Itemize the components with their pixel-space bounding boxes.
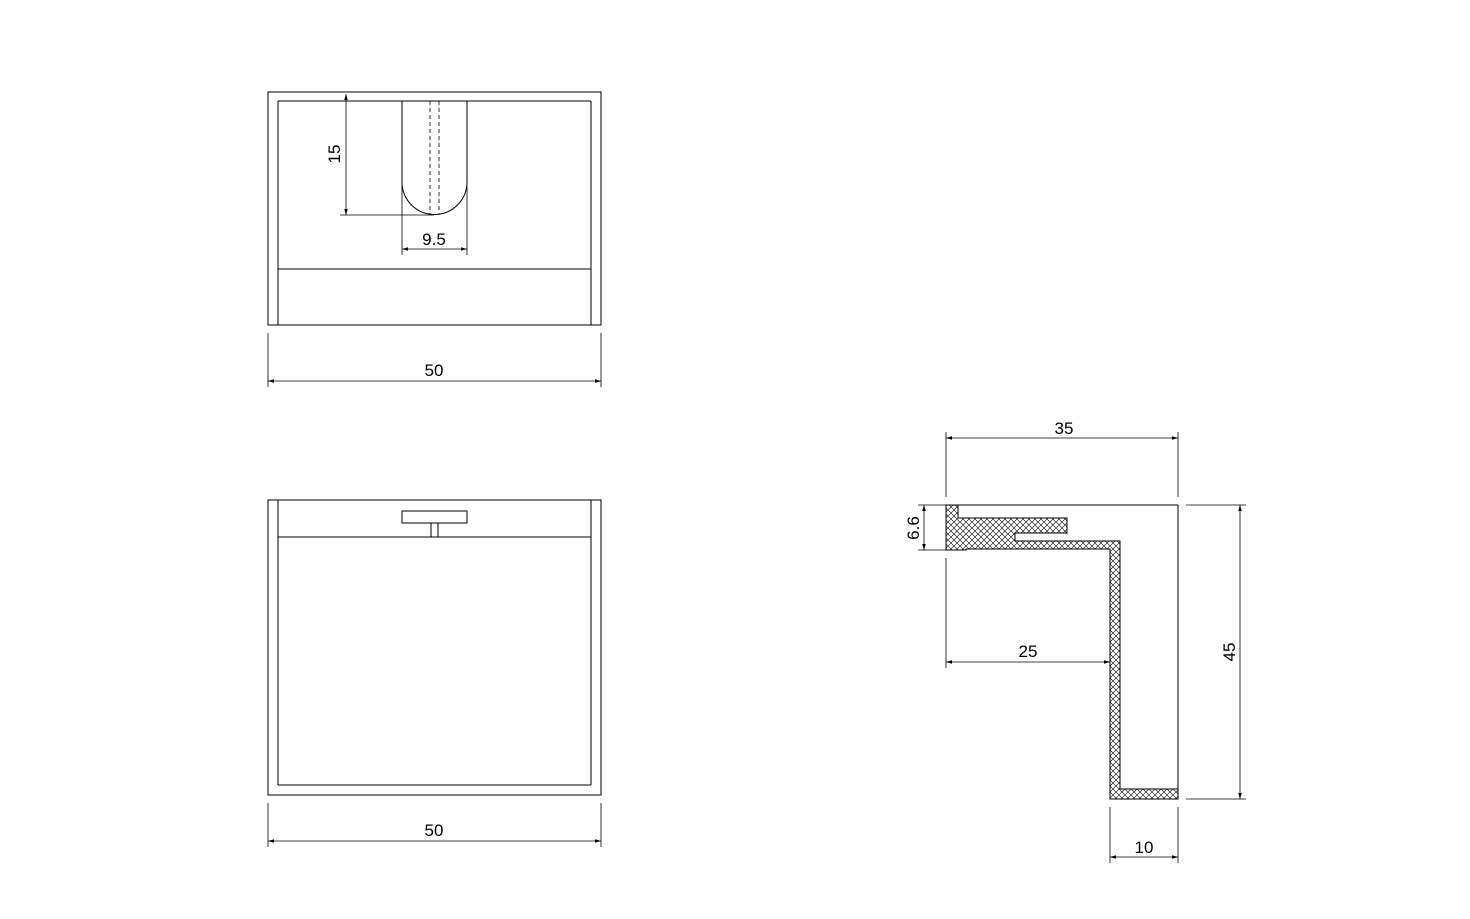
dim-25-label: 25 <box>1019 642 1038 661</box>
section-view: 35 45 6.6 25 10 <box>904 419 1246 863</box>
dim-10-label: 10 <box>1135 838 1154 857</box>
front-view-outer-frame <box>267 499 602 796</box>
dim-15-label: 15 <box>325 145 344 164</box>
slot-outline <box>401 101 468 215</box>
dim-6-6-label: 6.6 <box>904 516 923 540</box>
dim-45-label: 45 <box>1220 643 1239 662</box>
t-handle-bar <box>401 510 468 524</box>
top-view-outer-frame <box>267 91 602 326</box>
section-hook-profile <box>945 504 1179 800</box>
dim-9-5-label: 9.5 <box>422 230 446 249</box>
dim-50-front-label: 50 <box>425 821 444 840</box>
top-view: 15 9.5 50 <box>267 91 602 387</box>
dim-50-top-label: 50 <box>425 361 444 380</box>
dim-35-label: 35 <box>1055 419 1074 438</box>
front-view: 50 <box>267 499 602 847</box>
